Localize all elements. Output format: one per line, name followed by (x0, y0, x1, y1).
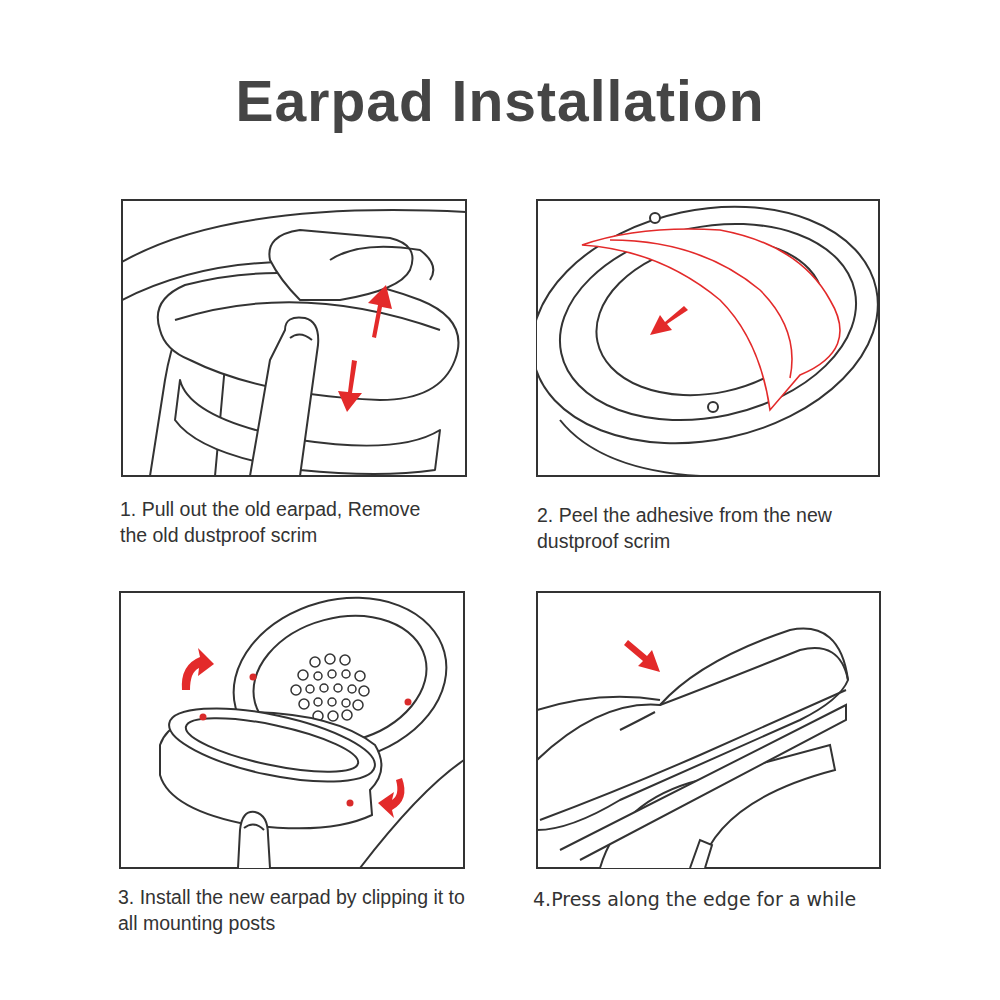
rotate-arrows (182, 648, 405, 818)
panel-4-art (537, 629, 848, 868)
step-caption: 3. Install the new earpad by clipping it… (118, 884, 468, 936)
mount-dot (347, 800, 354, 807)
panel-2-art (537, 200, 879, 476)
cup-rim (542, 200, 875, 446)
step-caption: 1. Pull out the old earpad, Remove the o… (120, 496, 438, 548)
mount-dot (405, 699, 412, 706)
earpad-seam (660, 648, 848, 705)
ear-cup-rim (560, 705, 846, 860)
step-caption: 2. Peel the adhesive from the new dustpr… (537, 502, 877, 554)
finger (250, 318, 318, 477)
page-title: Earpad Installation (0, 68, 1000, 134)
mount-dot (250, 674, 257, 681)
ear-cup (537, 200, 879, 474)
scrim-fold (610, 240, 792, 378)
step-caption: 4.Press along the edge for a while (533, 886, 953, 912)
panel-frame (537, 592, 880, 868)
arrow-down (338, 360, 362, 412)
mounting-hole (650, 213, 660, 223)
mounting-dots (200, 674, 412, 807)
panel-frame (122, 200, 466, 476)
press-arrow (624, 640, 660, 672)
fingernail (244, 824, 264, 830)
peel-arrow (650, 306, 688, 335)
panel-3-art (160, 592, 464, 868)
arrow-up (368, 285, 392, 338)
cup-edge (560, 420, 700, 476)
finger (330, 247, 433, 280)
thumb (269, 230, 412, 300)
scrim-adhesive (582, 229, 840, 410)
fingernail (290, 334, 312, 340)
earpad-opening (182, 707, 362, 783)
mount-dot (200, 714, 207, 721)
scrim-peel (582, 229, 840, 410)
finger (238, 812, 270, 868)
curved-arrow (378, 778, 404, 818)
mounting-hole (708, 402, 718, 412)
slider (690, 840, 712, 868)
panel-1-art (122, 210, 466, 476)
earpad-rim (163, 694, 381, 796)
speaker-holes (291, 654, 369, 721)
panel-frames (120, 200, 880, 868)
fabric-wrinkle (620, 712, 655, 730)
pull-arrows (338, 285, 392, 412)
curved-arrow (182, 648, 214, 690)
